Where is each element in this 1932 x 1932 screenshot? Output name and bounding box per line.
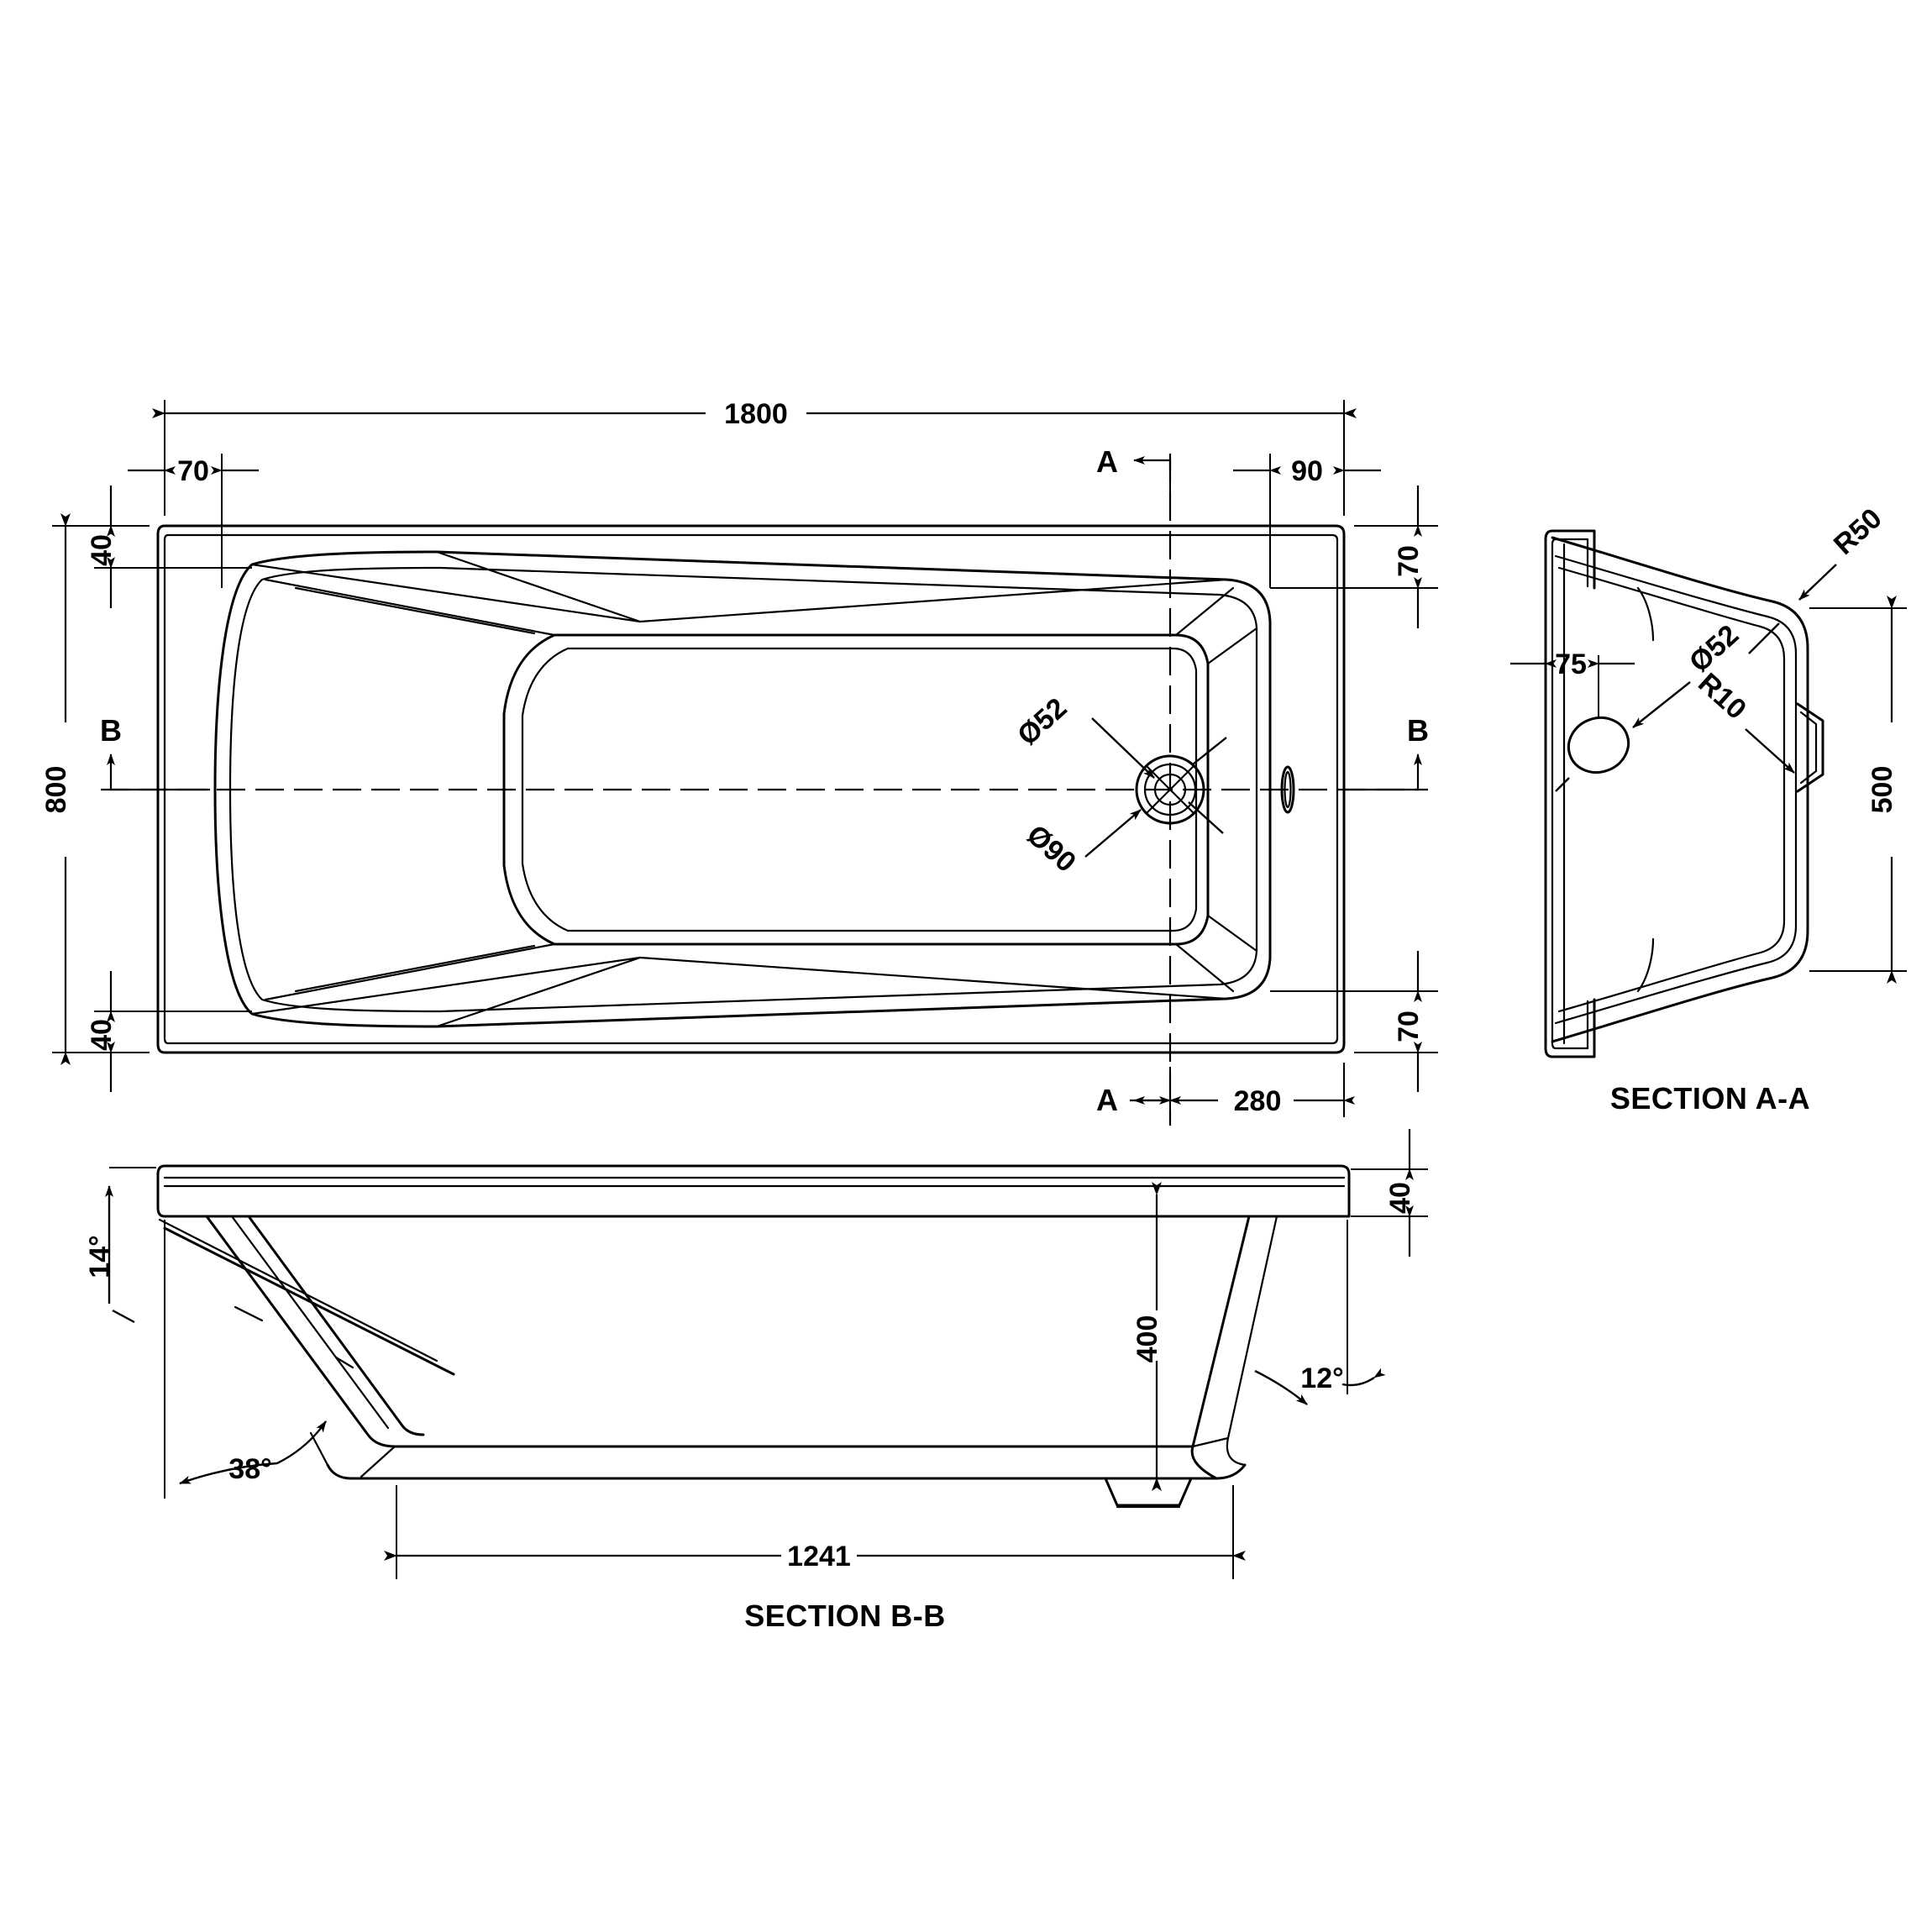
dim-90-label: 90	[1291, 455, 1323, 487]
dim-bb-400: 400	[1131, 1182, 1163, 1491]
sec-bb-rim-slab	[156, 1164, 1351, 1218]
section-aa-view: 75 Ø52 R50 R10 500 SECTION A-A	[1510, 502, 1907, 1116]
sec-aa-body-profile	[1551, 536, 1809, 1043]
sec-bb-foot-end	[1190, 1215, 1278, 1480]
dim-40-top-label: 40	[86, 534, 118, 566]
sec-bb-head-end	[158, 1215, 455, 1448]
section-bb-view: 14° 38° 400 40 12°	[84, 1129, 1428, 1633]
section-marker-b-left: B	[100, 713, 210, 791]
section-bb-title: SECTION B-B	[744, 1599, 946, 1633]
dim-70-lower-right-label: 70	[1393, 1011, 1425, 1042]
dim-38deg-label: 38°	[228, 1453, 271, 1485]
dim-bb-1241: 1241	[384, 1485, 1246, 1579]
dim-rim-bottom-40: 40	[86, 971, 252, 1092]
dim-bb-38deg: 38°	[164, 1220, 327, 1499]
dim-rim-right-upper-70: 70	[1270, 486, 1438, 628]
dim-14deg-label: 14°	[84, 1235, 116, 1278]
section-aa-title: SECTION A-A	[1610, 1081, 1810, 1116]
dim-12deg-label: 12°	[1300, 1362, 1343, 1394]
plan-foot-end-fillets	[1174, 586, 1258, 993]
dim-overall-length-1800: 1800	[152, 398, 1357, 504]
dim-rim-right-90: 90	[1233, 454, 1381, 588]
dim-1800-label: 1800	[724, 398, 788, 430]
section-marker-a-top-label: A	[1096, 444, 1118, 479]
dim-bb-12deg: 12°	[1254, 1220, 1386, 1405]
sec-aa-waste-hole	[1567, 717, 1630, 774]
section-marker-a-bottom-label: A	[1096, 1083, 1118, 1117]
dim-400-label: 400	[1131, 1315, 1163, 1363]
dim-rim-top-40: 40	[86, 486, 252, 608]
dim-70-upper-right-label: 70	[1393, 545, 1425, 577]
dim-aa-75: 75	[1510, 648, 1635, 718]
plan-centre-lines	[101, 454, 1428, 1126]
section-marker-a-top: A	[1096, 444, 1172, 521]
dim-dia90-label: Ø90	[1021, 819, 1082, 879]
dim-rim-left-70: 70	[128, 454, 259, 588]
dim-280-label: 280	[1234, 1085, 1282, 1117]
dim-bb-40: 40	[1351, 1129, 1428, 1257]
dim-waste-to-end-280: 280	[1130, 1063, 1355, 1117]
dim-800-label: 800	[40, 766, 72, 814]
section-marker-b-right-label: B	[1407, 713, 1429, 748]
dim-500-label: 500	[1866, 766, 1898, 814]
section-marker-b-right: B	[1344, 713, 1429, 791]
plan-view: 1800 70 90 800	[40, 398, 1438, 1126]
sec-aa-left-rim	[1544, 529, 1596, 1058]
dim-40-rim-label: 40	[1384, 1182, 1416, 1214]
dim-75-label: 75	[1555, 648, 1587, 680]
dim-rim-right-lower-70: 70	[1270, 951, 1438, 1092]
dim-70-left-label: 70	[177, 455, 209, 487]
dim-dia52-plan-label: Ø52	[1011, 692, 1073, 752]
dim-1241-label: 1241	[787, 1541, 851, 1572]
section-marker-a-bottom: A	[1096, 1083, 1170, 1117]
dim-aa-r10: R10	[1692, 667, 1795, 774]
dim-aa-500: 500	[1809, 596, 1907, 984]
sec-aa-overflow-pocket	[1796, 702, 1824, 793]
sec-bb-foot-pad	[1104, 1477, 1193, 1509]
dim-40-bottom-label: 40	[86, 1019, 118, 1051]
plan-backrest-facets	[250, 550, 1228, 1028]
dim-r50-label: R50	[1828, 502, 1888, 561]
sec-bb-base	[309, 1431, 1247, 1480]
plan-outer-rim	[156, 524, 1346, 1054]
section-marker-b-left-label: B	[100, 713, 122, 748]
dim-bb-14deg: 14°	[84, 1167, 156, 1324]
